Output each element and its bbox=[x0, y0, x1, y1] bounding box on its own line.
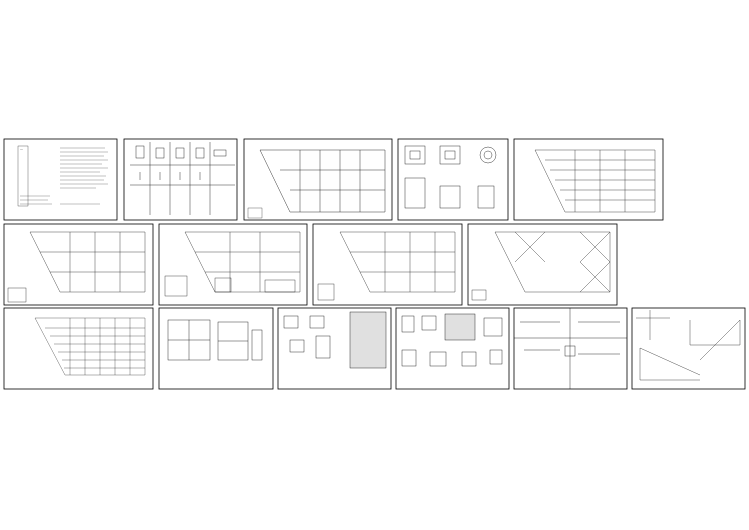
sheet-3[interactable] bbox=[243, 138, 393, 221]
sheet-9[interactable] bbox=[467, 223, 618, 306]
sheet-1[interactable]: — bbox=[3, 138, 118, 221]
sheet-15[interactable] bbox=[631, 307, 746, 390]
sheet-13[interactable] bbox=[395, 307, 510, 390]
sheet-5[interactable] bbox=[513, 138, 664, 221]
sheet-2[interactable] bbox=[123, 138, 238, 221]
svg-text:—: — bbox=[20, 147, 23, 151]
sheet-6[interactable] bbox=[3, 223, 154, 306]
sheet-11[interactable] bbox=[158, 307, 274, 390]
sheet-12[interactable] bbox=[277, 307, 392, 390]
sheet-7[interactable] bbox=[158, 223, 308, 306]
sheet-4[interactable] bbox=[397, 138, 509, 221]
sheet-10[interactable] bbox=[3, 307, 154, 390]
sheet-8[interactable] bbox=[312, 223, 463, 306]
sheet-14[interactable] bbox=[513, 307, 628, 390]
